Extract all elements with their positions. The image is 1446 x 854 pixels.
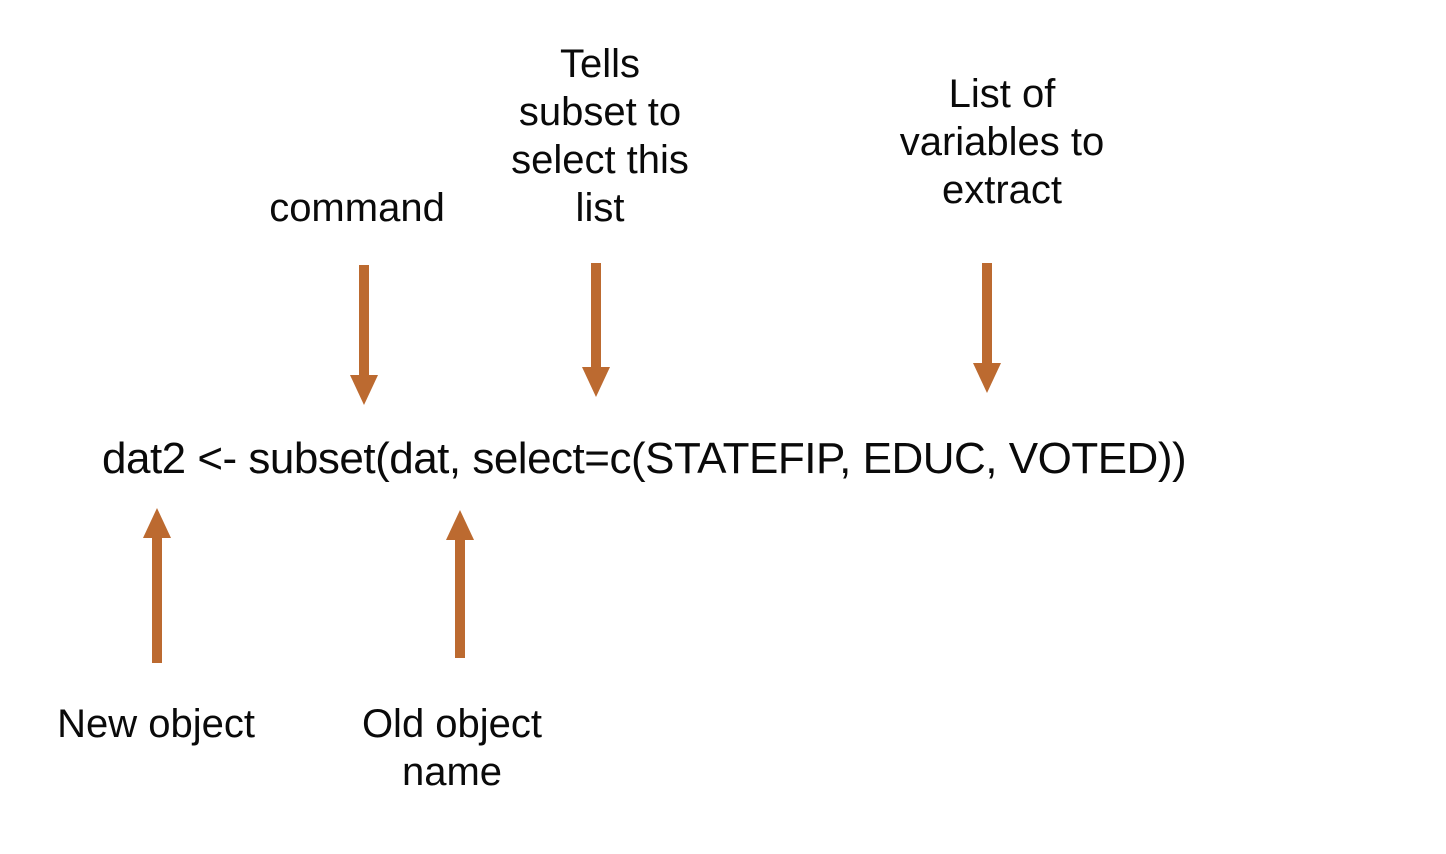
arrow-up-old-object-icon (446, 510, 474, 658)
arrow-down-command-icon (350, 265, 378, 405)
arrow-down-select-icon (582, 263, 610, 397)
label-command: command (269, 186, 445, 230)
label-variable-list: List of variables to extract (899, 72, 1105, 212)
label-old-object: Old object name (361, 702, 543, 794)
arrow-up-new-object-icon (143, 508, 171, 663)
label-select-argument: Tells subset to select this list (511, 42, 689, 230)
arrow-down-list-icon (973, 263, 1001, 393)
r-code-line: dat2 <- subset(dat, select=c(STATEFIP, E… (102, 434, 1187, 483)
label-new-object: New object (57, 702, 255, 746)
